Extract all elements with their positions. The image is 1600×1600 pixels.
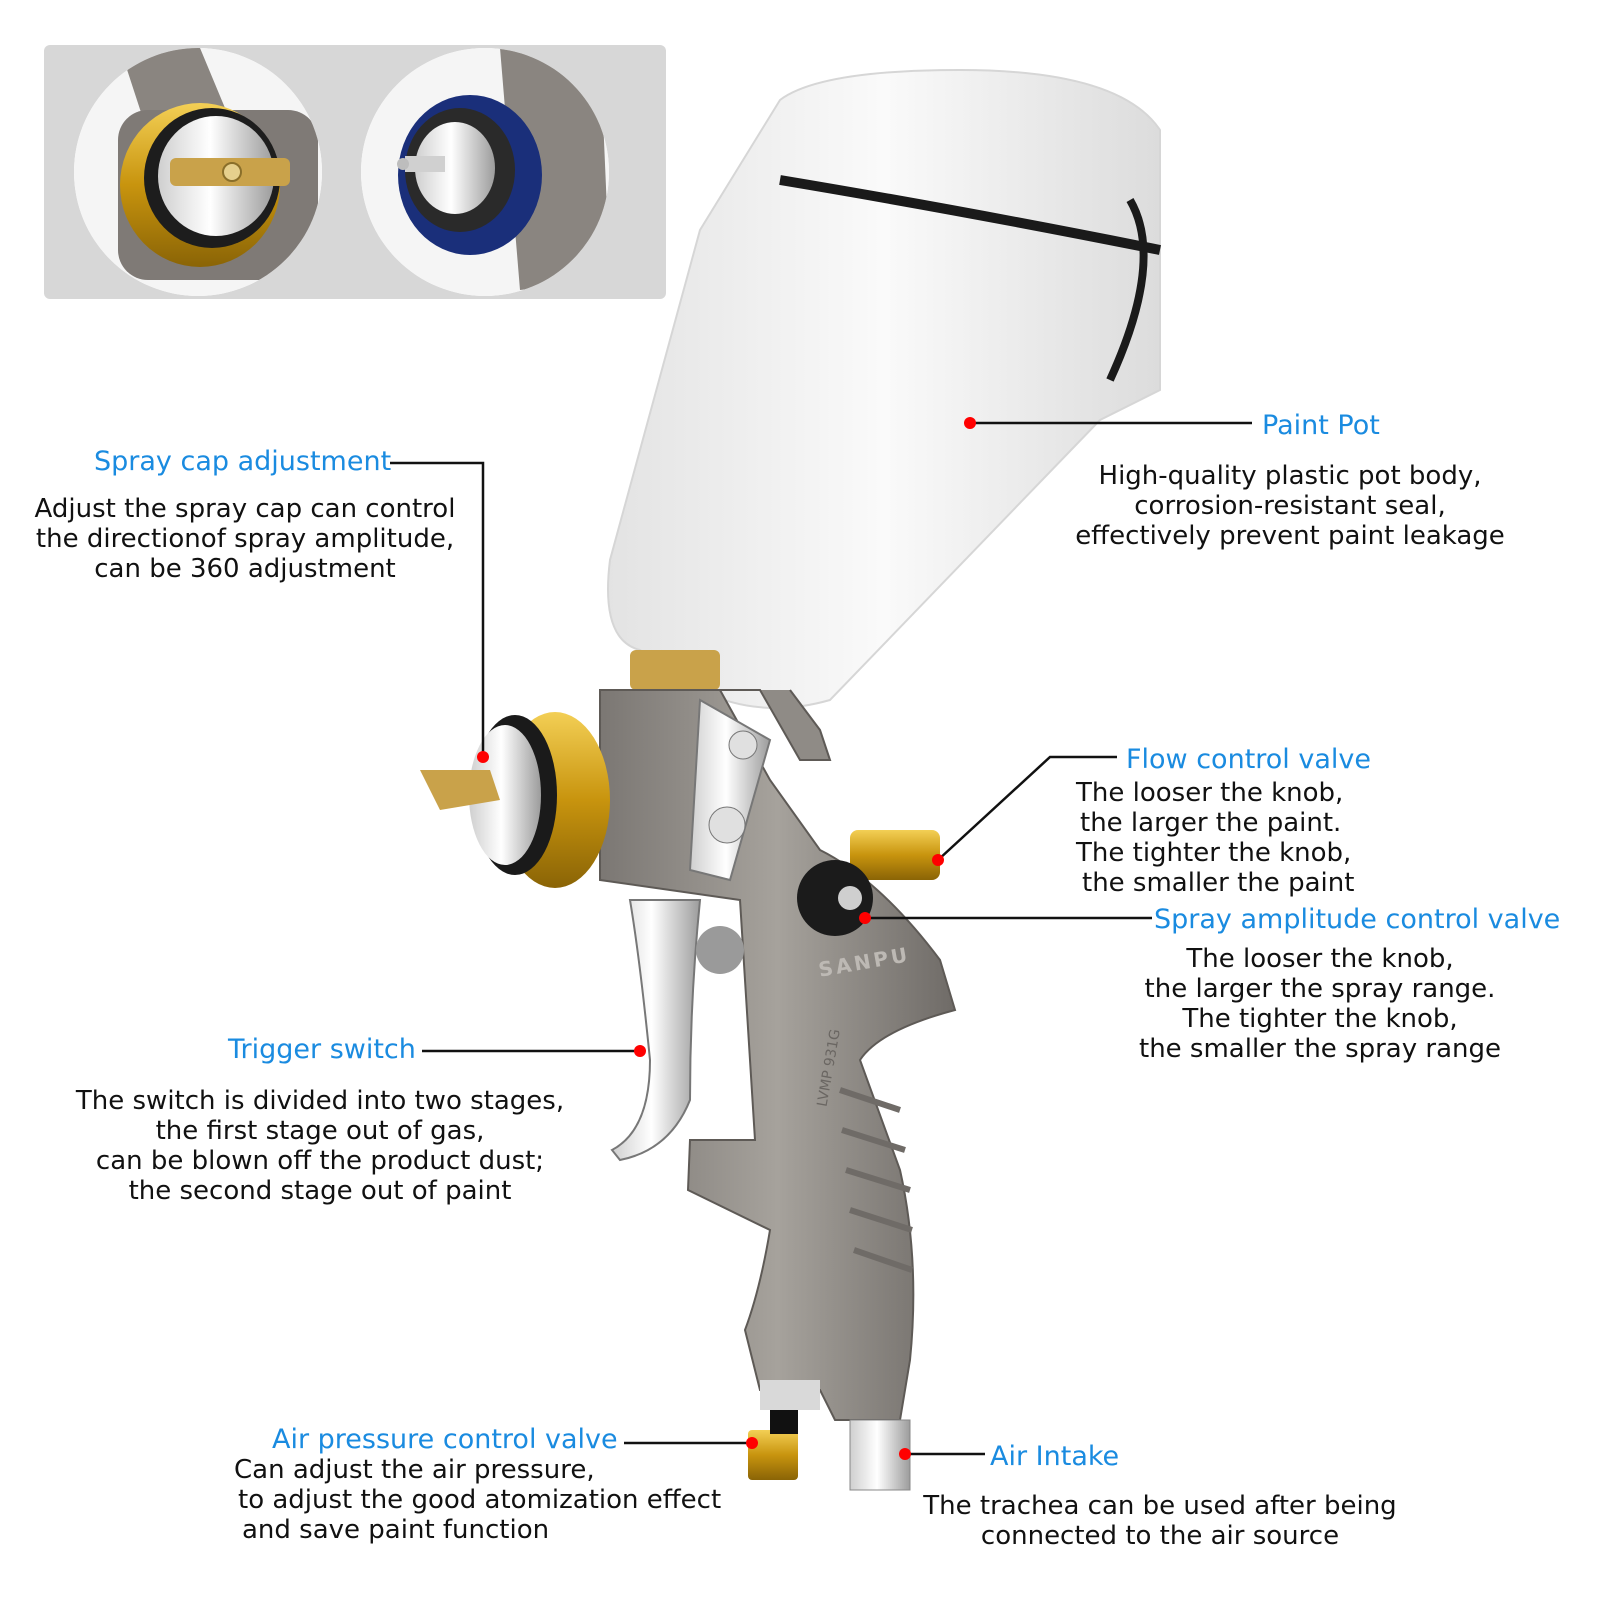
- air-intake-description: The trachea can be used after being conn…: [923, 1491, 1397, 1551]
- paint-pot-title: Paint Pot: [1262, 410, 1380, 441]
- closeup-air-cap-photo: [74, 48, 322, 296]
- leader-lines: [390, 421, 1252, 1456]
- paint-pot-illustration: [607, 68, 1161, 709]
- air-pressure-title: Air pressure control valve: [272, 1424, 618, 1455]
- marker-flow-valve: [932, 854, 944, 866]
- trigger-title: Trigger switch: [228, 1034, 416, 1065]
- air-pressure-description: Can adjust the air pressure, to adjust t…: [234, 1455, 722, 1545]
- trigger-description: The switch is divided into two stages, t…: [75, 1086, 565, 1206]
- marker-air-intake: [899, 1448, 911, 1460]
- marker-spray-cap: [477, 751, 489, 763]
- amplitude-valve-description: The looser the knob, the larger the spra…: [1139, 944, 1501, 1064]
- amplitude-valve-title: Spray amplitude control valve: [1154, 904, 1561, 935]
- closeup-nozzle-photo: [361, 48, 609, 296]
- marker-air-pressure: [746, 1437, 758, 1449]
- flow-valve-description: The looser the knob, the larger the pain…: [1076, 778, 1355, 898]
- air-intake-title: Air Intake: [990, 1441, 1120, 1472]
- spray-cap-description: Adjust the spray cap can control the dir…: [34, 494, 456, 584]
- marker-amplitude-valve: [859, 912, 871, 924]
- flow-valve-title: Flow control valve: [1126, 744, 1372, 775]
- marker-paint-pot: [964, 417, 976, 429]
- paint-pot-description: High-quality plastic pot body, corrosion…: [1075, 461, 1505, 551]
- spray-cap-title: Spray cap adjustment: [94, 446, 392, 477]
- marker-trigger: [634, 1045, 646, 1057]
- markers: [477, 417, 976, 1460]
